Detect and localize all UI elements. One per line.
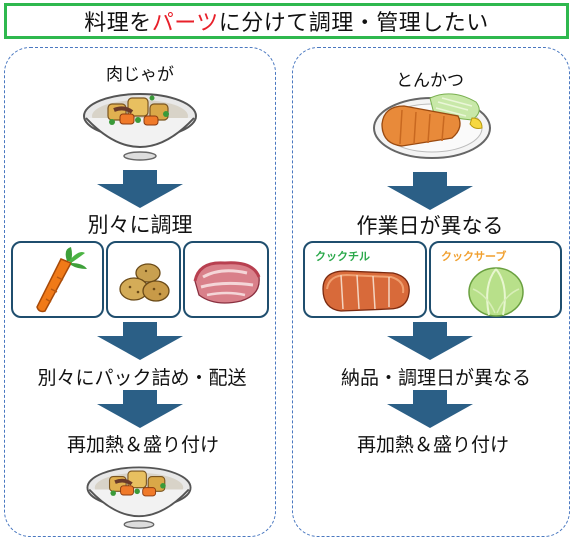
left-arrow-2 [95,322,185,360]
left-step-cook-separately: 別々に調理 [87,213,193,237]
cook-chill-tag: クックチル [315,250,370,263]
right-arrow-2 [385,322,475,360]
nikujaga-bowl-final-icon [83,460,195,530]
right-step-reheat-plate: 再加熱＆盛り付け [356,434,509,456]
right-dish-name: とんかつ [396,71,464,91]
right-arrow-1 [385,172,475,210]
nikujaga-panel [4,47,276,537]
left-arrow-3 [95,390,185,428]
title-text: 料理をパーツに分けて調理・管理したい [84,5,489,37]
right-arrow-3 [385,390,475,428]
tonkatsu-cutlet-icon [319,267,413,313]
cook-serve-tag: クックサーブ [441,250,507,263]
cook-chill-card: クックチル [303,241,427,318]
title-banner: 料理をパーツに分けて調理・管理したい [4,3,569,39]
right-step-different-workday: 作業日が異なる [356,214,504,238]
cabbage-icon [467,265,525,317]
title-highlight: パーツ [151,11,219,36]
carrot-card [11,241,104,318]
cook-serve-card: クックサーブ [429,241,562,318]
left-arrow-1 [95,170,185,208]
left-step-pack-deliver: 別々にパック詰め・配送 [37,367,247,389]
left-step-reheat-plate: 再加熱＆盛り付け [66,434,219,456]
title-after: に分けて調理・管理したい [218,11,489,36]
left-dish-name: 肉じゃが [106,65,174,85]
nikujaga-bowl-icon [80,86,200,162]
potato-card [106,241,181,318]
beef-icon [191,255,263,307]
potato-icon [118,261,172,305]
carrot-icon [27,247,93,315]
right-step-different-delivery: 納品・調理日が異なる [340,367,531,389]
beef-card [183,241,269,318]
tonkatsu-panel [292,47,570,537]
title-before: 料理を [84,11,152,36]
tonkatsu-plate-icon [372,88,492,160]
